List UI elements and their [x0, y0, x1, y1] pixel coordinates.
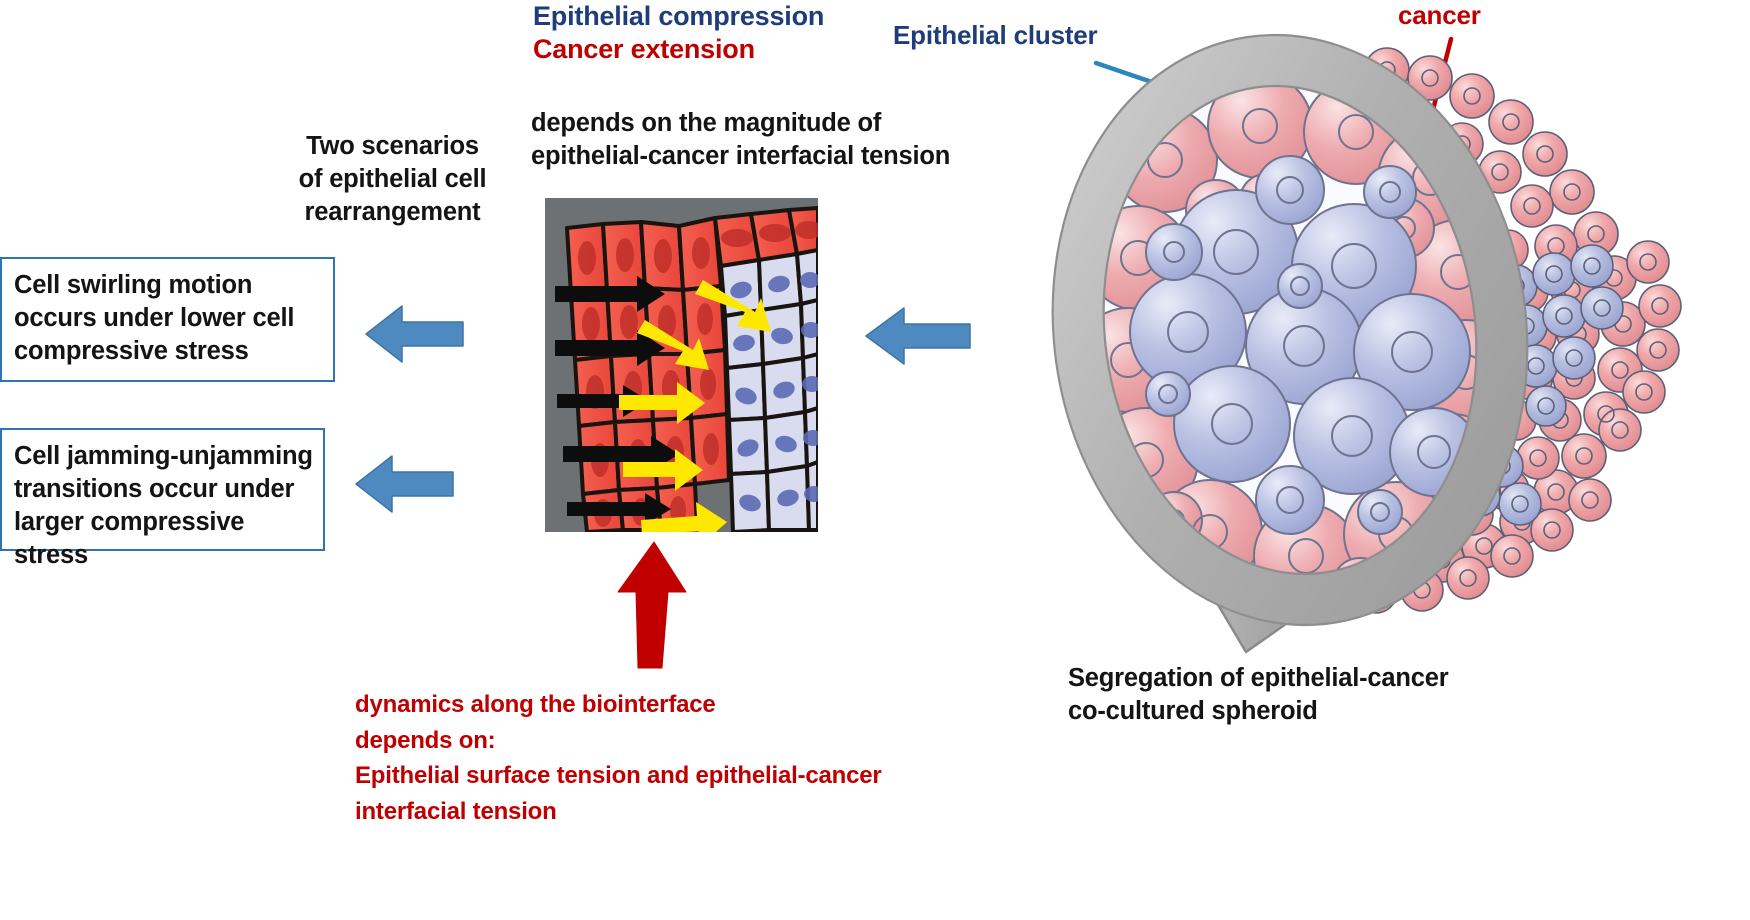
- statement-box-jamming: Cell jamming-unjamming transitions occur…: [0, 428, 325, 569]
- label-epithelial-cluster: Epithelial cluster: [893, 20, 1098, 50]
- block-arrow-left-icon-jamming: [355, 455, 454, 513]
- cell-interface-illustration: [545, 198, 818, 532]
- spheroid-magnifier-illustration: [960, 0, 1750, 760]
- statement-text-swirling: Cell swirling motion occurs under lower …: [14, 271, 295, 366]
- cell-interface-panel: [545, 198, 818, 532]
- block-arrow-left-icon-panel: [865, 307, 971, 365]
- statement-text-jamming: Cell jamming-unjamming transitions occur…: [14, 442, 313, 570]
- note-biointerface-dynamics: dynamics along the biointerface depends …: [355, 691, 882, 825]
- statement-box-swirling: Cell swirling motion occurs under lower …: [0, 257, 335, 382]
- label-epithelial-compression: Epithelial compression: [533, 1, 825, 31]
- block-arrow-up-icon: [617, 541, 687, 669]
- label-two-scenarios: Two scenarios of epithelial cell rearran…: [298, 132, 487, 227]
- label-cancer-extension: Cancer extension: [533, 34, 755, 64]
- label-depends-on-magnitude: depends on the magnitude of epithelial-c…: [531, 109, 951, 170]
- extension-arrow-icon: [619, 280, 771, 532]
- magnifier-rim: [1051, 33, 1529, 627]
- block-arrow-left-icon-swirling: [365, 305, 464, 363]
- label-cancer: cancer: [1398, 0, 1481, 30]
- caption-spheroid-segregation: Segregation of epithelial-cancer co-cult…: [1068, 664, 1449, 726]
